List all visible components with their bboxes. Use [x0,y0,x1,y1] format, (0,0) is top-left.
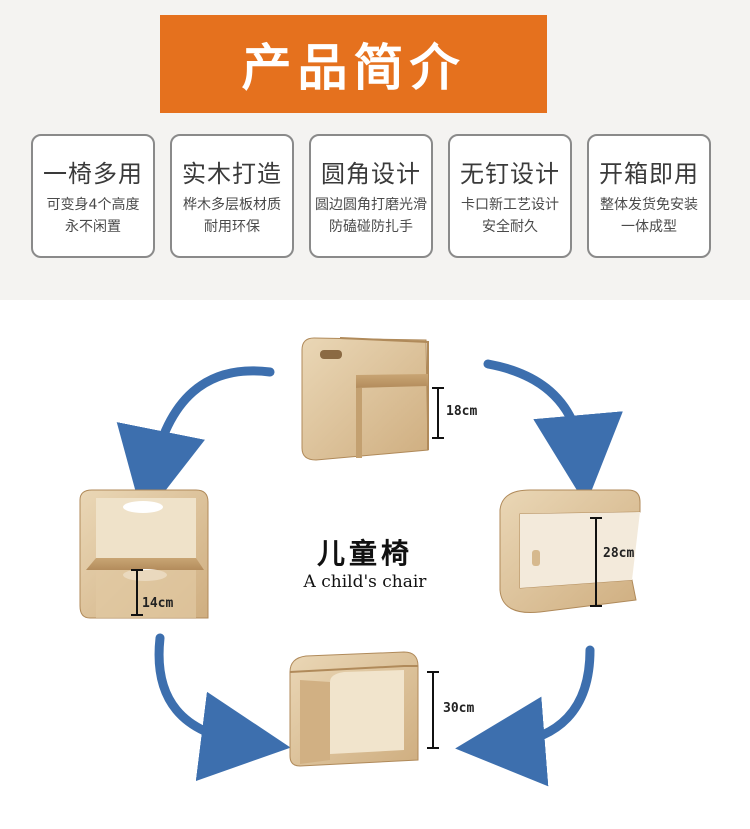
feature-line: 防磕碰防扎手 [329,219,413,235]
cycle-arrow-top-left [116,366,275,520]
feature-card-multi-use: 一椅多用 可变身4个高度 永不闲置 [31,134,155,258]
chair-right-view [499,489,641,614]
chair-left-view [79,489,209,619]
chair-top-view [301,337,429,461]
height-marker-right [590,517,602,607]
feature-heading: 无钉设计 [460,160,560,188]
feature-card-rounded-corners: 圆角设计 圆边圆角打磨光滑 防磕碰防扎手 [309,134,433,258]
feature-heading: 一椅多用 [43,160,143,188]
height-marker-top [432,387,444,439]
chair-configuration-diagram: 18cm 14cm 28cm 30cm 儿童椅 A child's chair [0,300,750,829]
feature-line: 安全耐久 [482,219,538,235]
feature-card-nail-free: 无钉设计 卡口新工艺设计 安全耐久 [448,134,572,258]
diagram-title-english: A child's chair [303,572,427,592]
cycle-arrow-bottom-left [154,633,291,782]
feature-line: 整体发货免安装 [600,197,698,213]
cycle-arrow-bottom-right [455,645,595,787]
feature-card-ready-to-use: 开箱即用 整体发货免安装 一体成型 [587,134,711,258]
feature-line: 耐用环保 [204,219,260,235]
feature-line: 桦木多层板材质 [183,197,281,213]
height-label-top: 18cm [446,404,478,419]
feature-heading: 实木打造 [182,160,282,188]
intro-panel: 产品简介 一椅多用 可变身4个高度 永不闲置 实木打造 桦木多层板材质 耐用环保… [0,0,750,300]
height-marker-left [131,569,143,616]
height-marker-bottom [427,671,439,749]
diagram-title-chinese: 儿童椅 [316,537,413,570]
chair-bottom-view [289,651,419,767]
feature-line: 可变身4个高度 [46,197,140,213]
cycle-arrow-top-right [483,359,623,505]
feature-heading: 圆角设计 [321,160,421,188]
feature-line: 一体成型 [621,219,677,235]
height-label-left: 14cm [142,596,174,611]
feature-line: 卡口新工艺设计 [461,197,559,213]
height-label-right: 28cm [603,546,635,561]
diagram-graphics [79,337,641,787]
feature-line: 永不闲置 [65,219,121,235]
feature-card-solid-wood: 实木打造 桦木多层板材质 耐用环保 [170,134,294,258]
feature-line: 圆边圆角打磨光滑 [315,197,427,213]
feature-heading: 开箱即用 [599,160,699,188]
intro-title-banner: 产品简介 [160,15,547,113]
height-label-bottom: 30cm [443,701,475,716]
